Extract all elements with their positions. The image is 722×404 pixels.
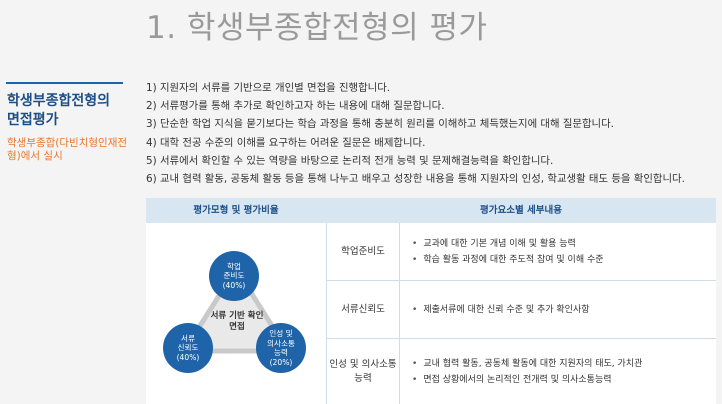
circle-text: 준비도 [223,271,245,281]
guideline-item: 3) 단순한 학업 지식을 묻기보다는 학습 과정을 통해 충분히 원리를 이해… [146,118,614,131]
sidebar-subtitle: 학생부종합(다빈치형인재전형)에서 실시 [7,137,128,162]
circle-text: 인성 및 [269,329,293,338]
circle-percent: (40%) [176,352,200,362]
guideline-item: 4) 대학 전공 수준의 이해를 요구하는 어려운 질문은 배제합니다. [146,136,426,149]
row-detail: 학습 활동 과정에 대한 주도적 참여 및 이해 수준 [412,252,603,268]
row-label: 학업준비도 [341,245,385,257]
circle-character-communication: 인성 및 의사소통 능력 (20%) [256,323,306,373]
table-row: 학업준비도 교과에 대한 기본 개념 이해 및 활용 능력 학습 활동 과정에 … [327,223,716,281]
diagram-center-label: 서류 기반 확인 면접 [210,311,264,332]
guideline-item: 5) 서류에서 확인할 수 있는 역량을 바탕으로 논리적 전개 능력 및 문제… [146,154,554,167]
row-detail: 면접 상황에서의 논리적인 전개력 및 의사소통능력 [412,372,642,388]
circle-document-reliability: 서류 신뢰도 (40%) [163,323,213,373]
row-label: 인성 및 의사소통능력 [329,358,397,384]
circle-percent: (40%) [222,280,246,290]
sidebar-title: 학생부종합전형의 면접평가 [7,93,111,128]
table-header: 평가모형 및 평가비율 평가요소별 세부내용 [146,198,716,223]
guideline-item: 2) 서류평가를 통해 추가로 확인하고자 하는 내용에 대해 질문합니다. [146,100,445,113]
circle-text: 의사소통 [267,338,295,348]
circle-text: 능력 [274,348,288,357]
page-title: 1. 학생부종합전형의 평가 [146,10,488,46]
column-divider [326,223,327,404]
circle-text: 서류 [181,333,195,343]
table-row: 인성 및 의사소통능력 교내 협력 활동, 공동체 활동에 대한 지원자의 태도… [327,339,716,404]
table-row: 서류신뢰도 제출서류에 대한 신뢰 수준 및 추가 확인사항 [327,281,716,339]
interview-guidelines-list: 1) 지원자의 서류를 기반으로 개인별 면접을 진행합니다. 2) 서류평가를… [146,79,716,188]
header-detail: 평가요소별 세부내용 [480,205,562,216]
guideline-item: 1) 지원자의 서류를 기반으로 개인별 면접을 진행합니다. [146,82,391,94]
row-detail: 제출서류에 대한 신뢰 수준 및 추가 확인사항 [412,302,589,318]
circle-academic-readiness: 학업 준비도 (40%) [209,251,259,301]
guideline-item: 6) 교내 협력 활동, 공동체 활동 등을 통해 나누고 배우고 성장한 내용… [146,173,685,186]
row-detail: 교과에 대한 기본 개념 이해 및 활용 능력 [412,236,604,252]
circle-text: 신뢰도 [177,343,199,353]
circle-text: 학업 [227,261,241,271]
header-model: 평가모형 및 평가비율 [193,205,279,216]
row-detail: 교내 협력 활동, 공동체 활동에 대한 지원자의 태도, 가치관 [412,356,642,372]
column-divider [399,223,400,404]
row-label: 서류신뢰도 [341,303,385,315]
circle-percent: (20%) [269,357,293,367]
sidebar-divider [6,82,123,84]
